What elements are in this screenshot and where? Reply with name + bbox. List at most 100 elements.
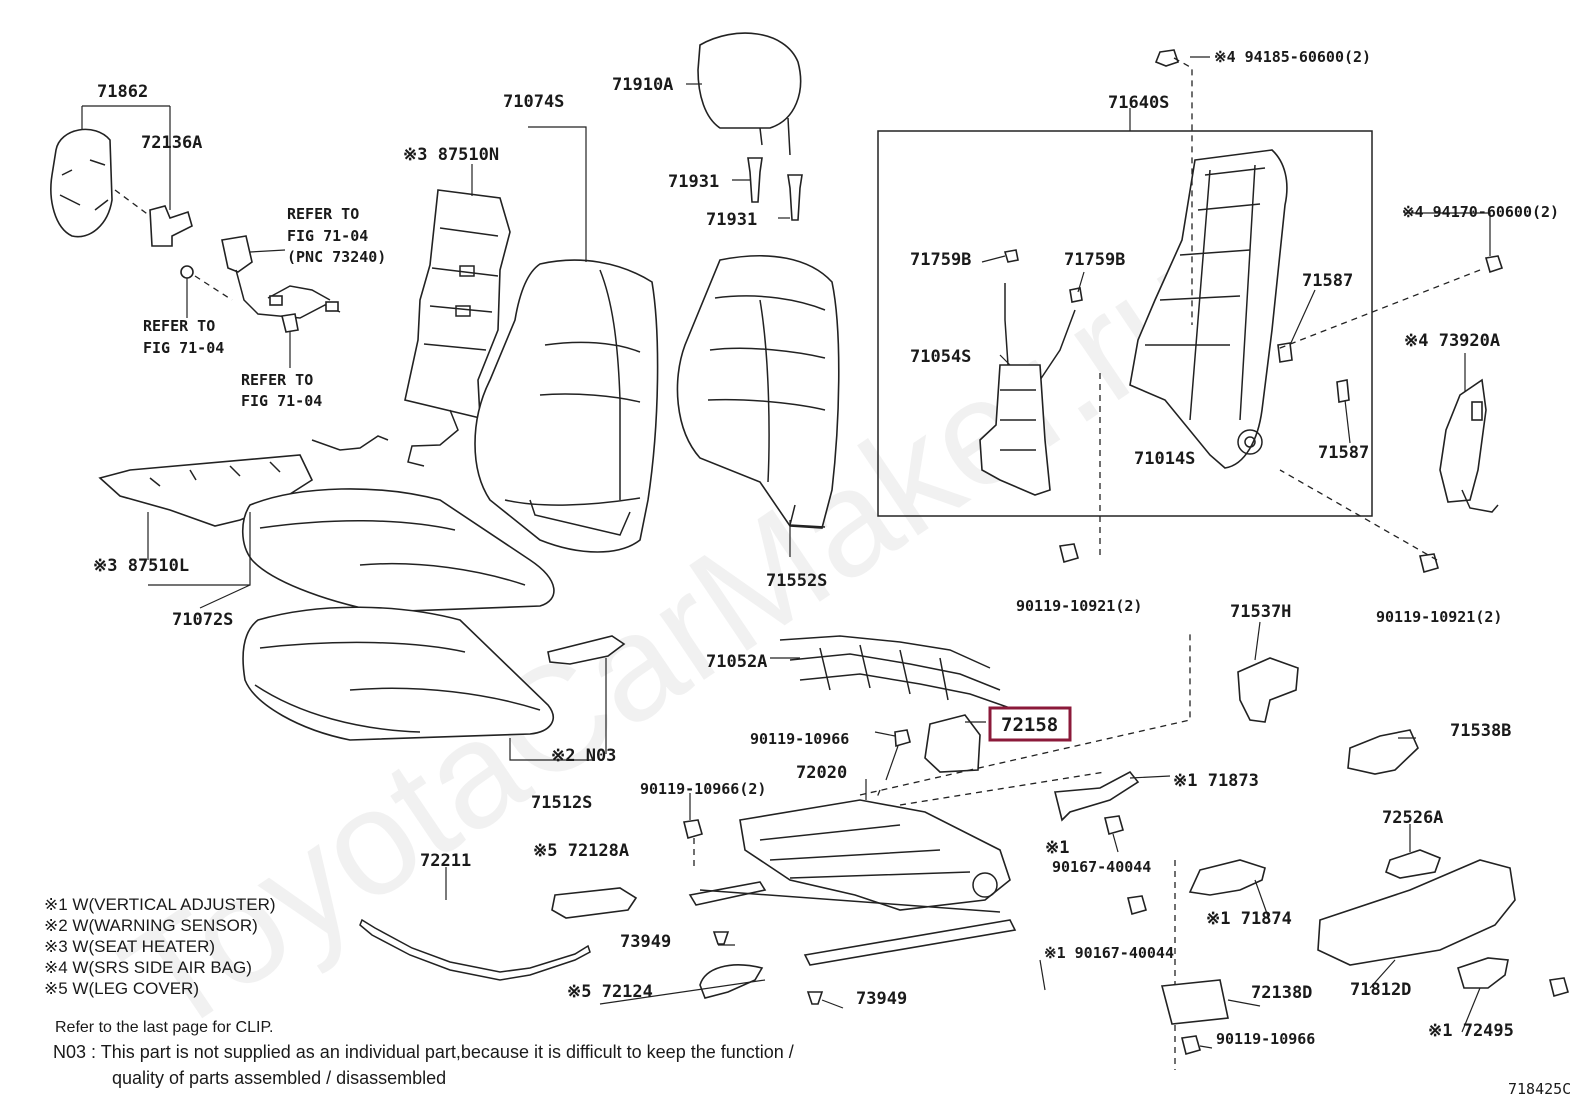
label-73949-b: 73949 — [856, 989, 907, 1009]
label-71873: ※1 71873 — [1173, 771, 1259, 791]
part-71537H-bracket — [1237, 657, 1299, 723]
part-71074S-back-cover — [474, 259, 659, 553]
part-90167-bolt-a — [1104, 815, 1124, 835]
part-72124-cover — [699, 964, 764, 999]
legend-item-3: ※3 W(SEAT HEATER) — [44, 937, 215, 956]
frame-assembly-box — [877, 130, 1373, 517]
part-72136A-bracket — [149, 205, 193, 247]
label-refer-3a: REFER TO — [241, 371, 313, 389]
part-90119-10921-bolt-a — [1059, 543, 1079, 563]
part-71538B-bracket — [1347, 729, 1419, 775]
label-90119-10966-b: 90119-10966 — [1216, 1030, 1315, 1048]
label-94185: ※4 94185-60600(2) — [1214, 48, 1371, 66]
part-71862-shield — [50, 128, 113, 238]
part-94170-nut — [1484, 255, 1504, 274]
legend-item-2: ※2 W(WARNING SENSOR) — [44, 916, 258, 935]
label-71074S: 71074S — [503, 92, 564, 112]
label-90119-10921-a: 90119-10921(2) — [1016, 597, 1142, 615]
label-refer-1b: FIG 71-04 — [287, 227, 368, 245]
label-71910A: 71910A — [612, 75, 673, 95]
part-71052A-spring — [779, 635, 1011, 709]
part-72211-wire — [359, 918, 591, 981]
label-71812D: 71812D — [1350, 980, 1411, 1000]
part-72128A-cover — [551, 887, 638, 919]
note-n03-line2: quality of parts assembled / disassemble… — [112, 1068, 446, 1088]
part-71874-lever — [1188, 859, 1266, 896]
part-71873-lever — [1053, 770, 1140, 822]
label-71054S: 71054S — [910, 347, 971, 367]
label-72211: 72211 — [420, 851, 471, 871]
label-71072S: 71072S — [172, 610, 233, 630]
part-71931-guide-a — [747, 157, 763, 203]
label-71014S: 71014S — [1134, 449, 1195, 469]
label-72158: 72158 — [1001, 714, 1058, 736]
label-72124: ※5 72124 — [567, 982, 653, 1002]
label-71537H: 71537H — [1230, 602, 1291, 622]
part-73949-clip-b — [806, 991, 824, 1005]
part-90119-10921-bolt-b — [1419, 553, 1439, 573]
part-71014S-seat-frame — [1129, 149, 1288, 469]
label-90167-40044-a: 90167-40044 — [1052, 858, 1151, 876]
part-71931-guide-b — [787, 174, 803, 221]
part-71587-bracket-b — [1336, 379, 1350, 403]
label-71052A: 71052A — [706, 652, 767, 672]
legend-item-5: ※5 W(LEG COVER) — [44, 979, 199, 998]
label-94170: ※4 94170-60600(2) — [1402, 203, 1559, 221]
legend: ※1 W(VERTICAL ADJUSTER) ※2 W(WARNING SEN… — [44, 895, 276, 998]
notes: Refer to the last page for CLIP. N03 : T… — [53, 1019, 794, 1088]
label-71587-b: 71587 — [1318, 443, 1369, 463]
highlight-72158 — [988, 706, 1072, 742]
label-refer-1c: (PNC 73240) — [287, 248, 386, 266]
label-71587-a: 71587 — [1302, 271, 1353, 291]
label-71759B-a: 71759B — [910, 250, 971, 270]
figure-number: 718425C — [1508, 1080, 1571, 1098]
label-72138D: 72138D — [1251, 983, 1312, 1003]
label-72020: 72020 — [796, 763, 847, 783]
label-72128A: ※5 72128A — [533, 841, 629, 861]
label-refer-1a: REFER TO — [287, 205, 359, 223]
label-refer-3b: FIG 71-04 — [241, 392, 322, 410]
legend-item-4: ※4 W(SRS SIDE AIR BAG) — [44, 958, 252, 977]
label-73920A: ※4 73920A — [1404, 331, 1500, 351]
label-71931-b: 71931 — [706, 210, 757, 230]
part-71812D-side-shield — [1317, 859, 1516, 966]
part-72158-cover — [924, 714, 981, 773]
part-bolt-refer — [180, 265, 194, 279]
label-71552S: 71552S — [766, 571, 827, 591]
part-73920A-airbag — [1439, 378, 1499, 513]
part-73949-clip-a — [712, 931, 730, 945]
label-90119-10966-2: 90119-10966(2) — [640, 780, 766, 798]
part-72495-cover — [1457, 957, 1509, 989]
note-clip: Refer to the last page for CLIP. — [55, 1019, 274, 1036]
label-72136A: 72136A — [141, 133, 202, 153]
part-clip-refer — [281, 313, 299, 333]
label-71538B: 71538B — [1450, 721, 1511, 741]
part-N03-sensor — [547, 635, 626, 665]
label-71512S: 71512S — [531, 793, 592, 813]
label-71874: ※1 71874 — [1206, 909, 1292, 929]
part-90119-10966-bolt — [894, 729, 911, 748]
label-87510N: ※3 87510N — [403, 145, 499, 165]
label-71931-a: 71931 — [668, 172, 719, 192]
label-refer-2b: FIG 71-04 — [143, 339, 224, 357]
part-90119-10966-bolt-b — [1181, 1035, 1201, 1055]
legend-item-1: ※1 W(VERTICAL ADJUSTER) — [44, 895, 276, 914]
part-labels: 71862 72136A REFER TO FIG 71-04 (PNC 732… — [93, 48, 1571, 1098]
label-refer-2a: REFER TO — [143, 317, 215, 335]
part-71759B-clip-a — [1003, 249, 1019, 263]
label-71862: 71862 — [97, 82, 148, 102]
label-90119-10966-a: 90119-10966 — [750, 730, 849, 748]
label-90167-40044-b: ※1 90167-40044 — [1044, 944, 1174, 962]
label-90167-a-mark: ※1 — [1045, 838, 1069, 858]
note-n03-line1: N03 : This part is not supplied as an in… — [53, 1042, 794, 1062]
part-71910A-headrest — [697, 32, 802, 156]
part-71072S-cushion-pad — [241, 488, 555, 613]
part-buckle — [221, 235, 341, 319]
label-72526A: 72526A — [1382, 808, 1443, 828]
part-71054S-lumbar — [979, 283, 1076, 496]
label-71640S: 71640S — [1108, 93, 1169, 113]
part-71512S-cushion-cover — [242, 606, 554, 741]
part-72138D-cover — [1160, 979, 1229, 1025]
part-90119-10966-bolt-c — [683, 819, 703, 839]
